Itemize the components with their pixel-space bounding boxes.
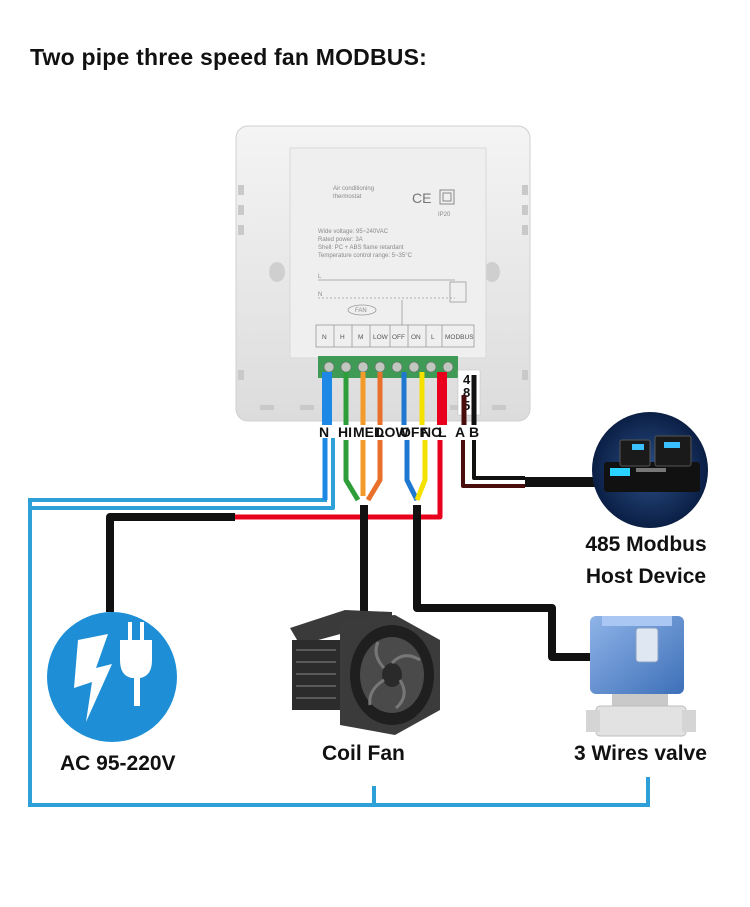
product-name-line1: Air conditioning xyxy=(333,186,374,192)
fan-caption: Coil Fan xyxy=(322,742,405,765)
valve-caption: 3 Wires valve xyxy=(574,742,707,765)
host-caption-line1: 485 Modbus xyxy=(585,533,707,556)
schematic-terminal: H xyxy=(340,334,345,341)
lightning-plug-icon xyxy=(47,612,177,742)
thermostat-device: Air conditioning thermostat CE IP20 Wide… xyxy=(235,125,531,422)
wire-label-no: NO xyxy=(421,424,442,440)
centrifugal-fan-icon xyxy=(290,610,440,735)
wire-label-b: B xyxy=(469,424,479,440)
double-insulation-icon xyxy=(439,189,455,205)
spec-voltage: Wide voltage: 95~240VAC xyxy=(318,229,389,235)
spec-temp: Temperature control range: 5~35°C xyxy=(318,253,413,259)
motorized-valve-icon xyxy=(586,616,696,737)
wire-label-med: MED xyxy=(353,424,384,440)
host-caption-line2: Host Device xyxy=(585,565,707,588)
ip-rating: IP20 xyxy=(438,212,451,218)
schematic-terminal: OFF xyxy=(392,334,405,341)
power-caption: AC 95-220V xyxy=(60,752,176,775)
wire-label-low: LOW xyxy=(376,424,409,440)
schematic-terminal: LOW xyxy=(373,334,389,341)
svg-text:8: 8 xyxy=(463,385,470,400)
wire-labels: N HI MED LOW OFF NO L A B xyxy=(319,424,479,440)
schematic-terminal: MODBUS xyxy=(445,334,474,341)
svg-text:5: 5 xyxy=(463,398,470,413)
spec-power: Rated power: 3A xyxy=(318,237,363,243)
schematic-terminal: ON xyxy=(411,334,421,341)
wire-label-n: N xyxy=(319,424,329,440)
page-title: Two pipe three speed fan MODBUS: xyxy=(30,44,428,70)
wire-label-off: OFF xyxy=(400,424,428,440)
thermostat-wires xyxy=(32,372,600,661)
schematic-fan: FAN xyxy=(355,308,367,314)
wire-label-hi: HI xyxy=(338,424,352,440)
schematic-terminal: M xyxy=(358,334,363,341)
ce-mark: CE xyxy=(412,190,431,206)
schematic-l: L xyxy=(318,274,322,280)
port-label-485: 4 xyxy=(463,372,471,387)
schematic-terminal: L xyxy=(431,334,435,341)
wire-label-l: L xyxy=(438,424,447,440)
schematic-terminal: N xyxy=(322,334,327,341)
wire-label-a: A xyxy=(455,424,465,440)
schematic-n: N xyxy=(318,292,322,298)
product-name-line2: thermostat xyxy=(333,194,362,200)
server-devices-icon xyxy=(592,412,708,528)
spec-shell: Shell: PC + ABS flame retardant xyxy=(318,245,404,251)
